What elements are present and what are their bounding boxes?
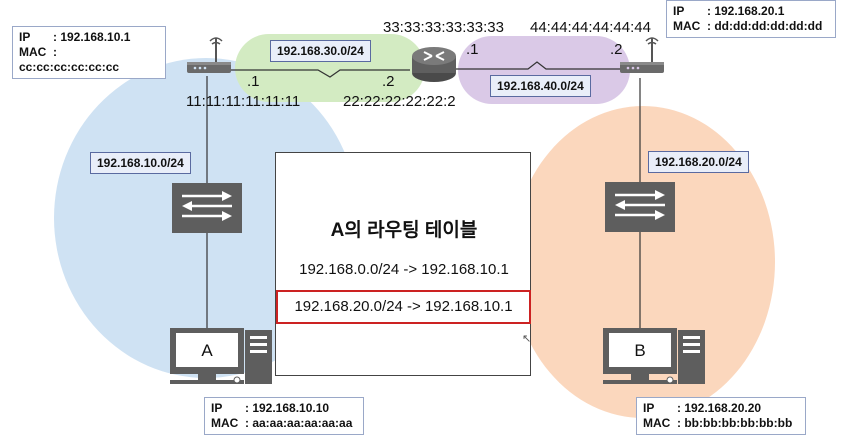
mac-key: MAC — [643, 416, 671, 430]
right-gateway-mac: : dd:dd:dd:dd:dd:dd — [707, 19, 823, 33]
host-a-computer-icon — [170, 328, 272, 384]
ip-key: IP — [19, 30, 31, 44]
host-b-ip: : 192.168.20.20 — [677, 401, 762, 415]
host-a-mac: : aa:aa:aa:aa:aa:aa — [245, 416, 353, 430]
link-40-dot2-label: .2 — [610, 41, 623, 58]
left-gateway-router-icon — [187, 37, 231, 73]
left-gateway-ip: : 192.168.10.1 — [53, 30, 131, 44]
left-lan-network-label: 192.168.10.0/24 — [90, 152, 191, 174]
mac-key: MAC — [673, 19, 701, 33]
center-router-right-mac: 33:33:33:33:33:33 — [383, 19, 504, 36]
right-lan-zone — [511, 106, 775, 418]
left-gateway-mac: : cc:cc:cc:cc:cc:cc — [19, 45, 120, 74]
routing-table-title: A의 라우팅 테이블 — [330, 220, 478, 241]
left-gateway-info: IP : 192.168.10.1 MAC: cc:cc:cc:cc:cc:cc — [12, 26, 166, 79]
routing-table-row-highlighted: 192.168.20.0/24 -> 192.168.10.1 — [276, 290, 531, 324]
left-switch-icon — [172, 183, 242, 233]
cables — [206, 61, 641, 328]
host-a-ip: : 192.168.10.10 — [245, 401, 330, 415]
link-30-network-label: 192.168.30.0/24 — [270, 40, 371, 62]
host-b-mac: : bb:bb:bb:bb:bb:bb — [677, 416, 793, 430]
link-40-network-label: 192.168.40.0/24 — [490, 75, 591, 97]
mouse-cursor-icon: ↖ — [522, 333, 532, 345]
host-b-label: B — [634, 341, 645, 360]
link-40-dot1-label: .1 — [466, 41, 479, 58]
host-a-label: A — [201, 341, 213, 360]
routing-table-row: 192.168.0.0/24 -> 192.168.10.1 — [299, 261, 509, 278]
right-router-wan-mac: 44:44:44:44:44:44 — [530, 19, 651, 36]
routing-table-panel: A의 라우팅 테이블 192.168.0.0/24 -> 192.168.10.… — [275, 152, 531, 376]
left-router-wan-mac: 11:11:11:11:11:11 — [186, 93, 301, 110]
right-lan-network-label: 192.168.20.0/24 — [648, 151, 749, 173]
link-30-dot2-label: .2 — [382, 73, 395, 90]
mac-key: MAC — [211, 416, 239, 430]
center-router-icon — [412, 47, 456, 82]
host-a-info: IP : 192.168.10.10 MAC : aa:aa:aa:aa:aa:aa — [204, 397, 364, 435]
right-gateway-info: IP : 192.168.20.1 MAC : dd:dd:dd:dd:dd:dd — [666, 0, 836, 38]
right-switch-icon — [605, 182, 675, 232]
right-gateway-ip: : 192.168.20.1 — [707, 4, 785, 18]
ip-key: IP — [643, 401, 655, 415]
ip-key: IP — [211, 401, 223, 415]
host-b-computer-icon — [603, 328, 705, 384]
ip-key: IP — [673, 4, 685, 18]
mac-key: MAC — [19, 45, 47, 59]
link-30-dot1-label: .1 — [247, 73, 260, 90]
right-gateway-router-icon — [620, 37, 664, 73]
center-router-left-mac: 22:22:22:22:22:2 — [343, 93, 456, 110]
host-b-info: IP : 192.168.20.20 MAC : bb:bb:bb:bb:bb:bb — [636, 397, 806, 435]
